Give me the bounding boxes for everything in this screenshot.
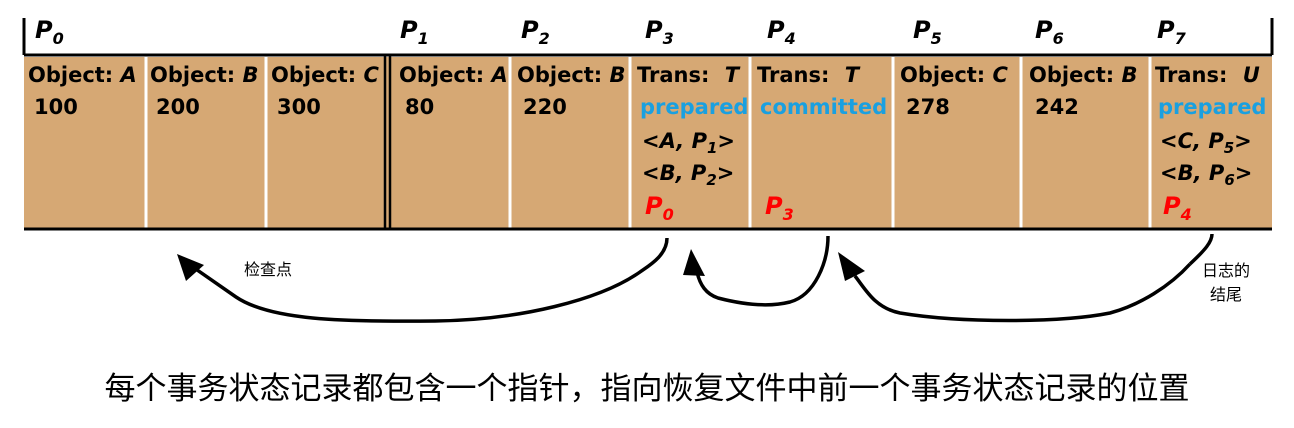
arrowhead-p4 [838, 252, 865, 281]
record-value: 278 [906, 95, 950, 119]
record-value: 100 [34, 95, 78, 119]
log-end-label-line2: 结尾 [1210, 285, 1242, 304]
record-header: Object: A [399, 63, 508, 87]
record-value: 200 [156, 95, 200, 119]
page-label-p2: P2 [521, 16, 550, 48]
pointer-arrow-to-p4 [853, 262, 1192, 323]
object-record: Object: B 220 [517, 63, 626, 119]
record-header: Trans: U [1155, 63, 1260, 87]
log-end-label-line1: 日志的 [1202, 261, 1250, 280]
record-header: Object: B [517, 63, 626, 87]
page-label-p5: P5 [913, 16, 942, 48]
page-label-p3: P3 [645, 16, 674, 48]
page-label-p1: P1 [400, 16, 429, 48]
previous-status-pointer: P0 [645, 192, 674, 224]
record-value: 80 [405, 95, 434, 119]
object-record: Object: A 80 [399, 63, 508, 119]
page-label-p0: P0 [35, 16, 64, 48]
object-record: Object: A 100 [28, 63, 137, 119]
object-record: Object: C 300 [271, 63, 380, 119]
object-record: Object: B 242 [1029, 63, 1138, 119]
transaction-record: Trans: U prepared <C, P5> <B, P6> P4 [1155, 63, 1266, 224]
figure-caption: 每个事务状态记录都包含一个指针，指向恢复文件中前一个事务状态记录的位置 [104, 371, 1190, 407]
record-header: Object: B [1029, 63, 1138, 87]
record-header: Object: C [271, 63, 380, 87]
transaction-entry: <A, P1> [642, 129, 735, 157]
record-value: 220 [523, 95, 567, 119]
previous-status-pointer: P4 [1163, 192, 1192, 224]
record-value: 300 [277, 95, 321, 119]
arrowhead-checkpoint [177, 254, 204, 281]
arrowhead-p3 [683, 249, 705, 276]
previous-status-pointer: P3 [765, 192, 794, 224]
transaction-record: Trans: T prepared <A, P1> <B, P2> P0 [637, 63, 748, 224]
record-value: 242 [1035, 95, 1079, 119]
transaction-status: committed [760, 95, 887, 119]
pointer-arrow-to-checkpoint [189, 237, 669, 323]
record-header: Object: A [28, 63, 137, 87]
transaction-entry: <C, P5> [1160, 129, 1252, 157]
pointer-arrow-to-p3 [695, 235, 830, 307]
record-header: Trans: T [757, 63, 861, 87]
object-record: Object: C 278 [900, 63, 1009, 119]
checkpoint-label: 检查点 [244, 260, 292, 279]
page-label-p4: P4 [767, 16, 796, 48]
record-header: Trans: T [637, 63, 741, 87]
log-end-leader [1188, 233, 1214, 266]
transaction-status: prepared [1158, 95, 1266, 119]
transaction-status: prepared [640, 95, 748, 119]
object-record: Object: B 200 [150, 63, 259, 119]
records-band [24, 57, 1272, 229]
transaction-entry: <B, P6> [1160, 161, 1252, 189]
record-header: Object: B [150, 63, 259, 87]
record-header: Object: C [900, 63, 1009, 87]
transaction-entry: <B, P2> [642, 161, 734, 189]
page-label-p7: P7 [1157, 16, 1187, 48]
page-label-p6: P6 [1035, 16, 1064, 48]
